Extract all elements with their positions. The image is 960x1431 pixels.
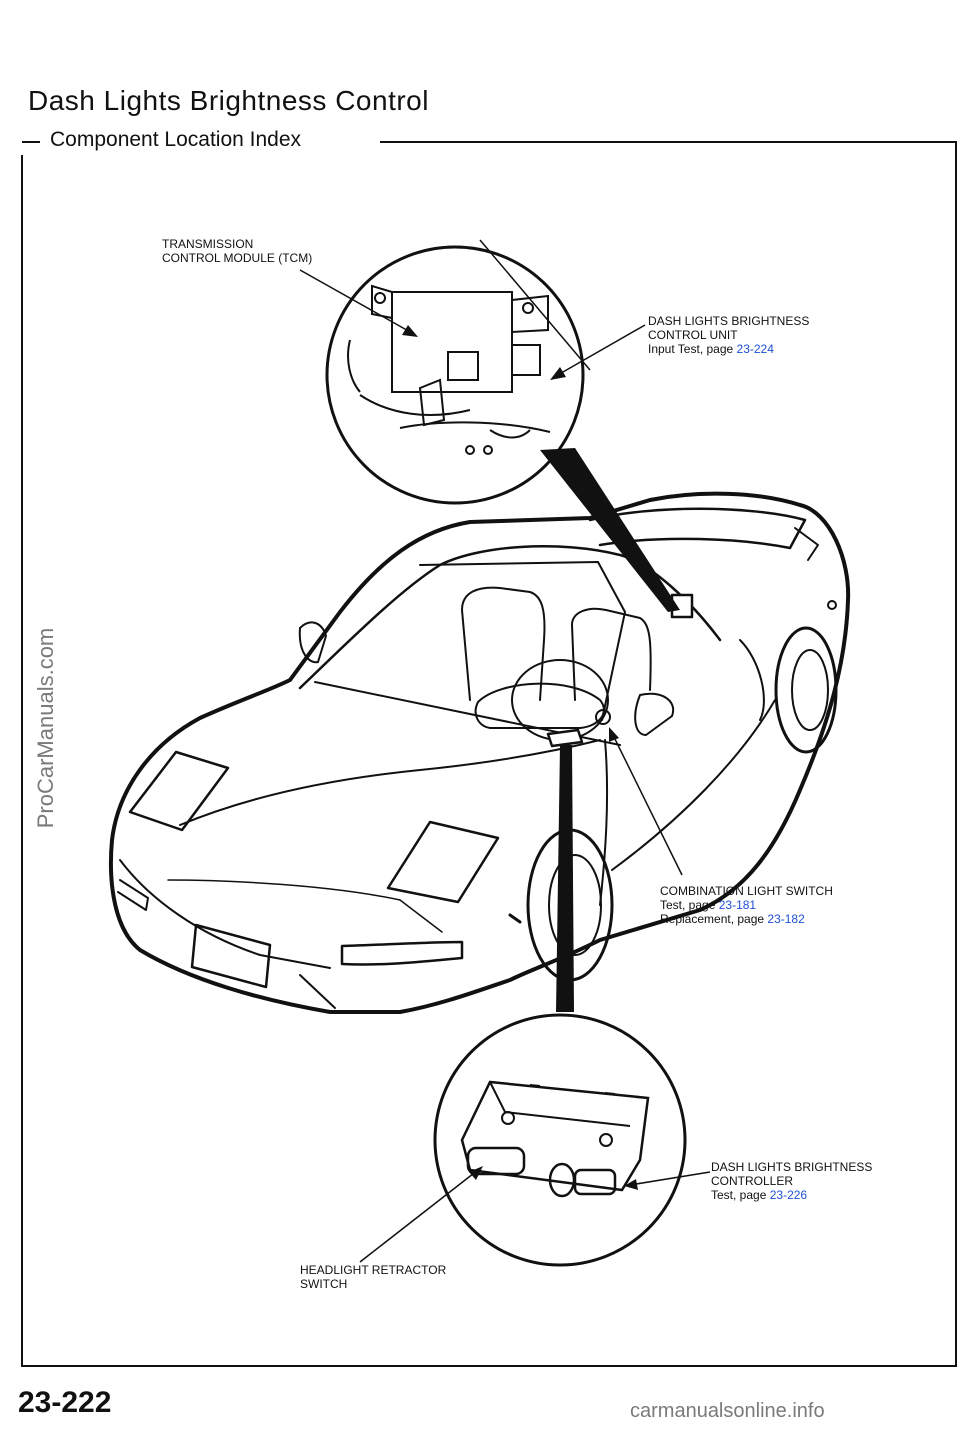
callout-control-unit-line3: Input Test, page 23-224 bbox=[648, 342, 809, 356]
controller-test-page-link[interactable]: 23-226 bbox=[769, 1188, 808, 1202]
callout-control-unit-line2: CONTROL UNIT bbox=[648, 328, 738, 342]
tcm-zoom-connector bbox=[540, 448, 680, 612]
callout-tcm: TRANSMISSION CONTROL MODULE (TCM) bbox=[162, 237, 312, 265]
leader-lines bbox=[299, 269, 711, 1263]
section-subtitle: Component Location Index bbox=[48, 128, 310, 152]
switch-replacement-page-link[interactable]: 23-182 bbox=[767, 912, 805, 926]
callout-combination-switch-line3: Replacement, page 23-182 bbox=[660, 912, 833, 926]
leader-arrowheads bbox=[402, 325, 638, 1190]
switch-replacement-label: Replacement, page bbox=[660, 912, 768, 926]
callout-tcm-line2: CONTROL MODULE (TCM) bbox=[162, 251, 313, 265]
callout-controller-line2: CONTROLLER bbox=[711, 1174, 794, 1188]
callout-retractor-line1: HEADLIGHT RETRACTOR bbox=[300, 1263, 447, 1277]
car-illustration bbox=[108, 491, 851, 1014]
switch-test-label: Test, page bbox=[660, 898, 719, 912]
controller-zoom-connector bbox=[556, 745, 574, 1012]
callout-retractor-switch: HEADLIGHT RETRACTOR SWITCH bbox=[300, 1263, 446, 1291]
callout-tcm-line1: TRANSMISSION bbox=[162, 237, 254, 251]
callout-controller-line3: Test, page 23-226 bbox=[711, 1188, 872, 1202]
page-number: 23-222 bbox=[18, 1386, 112, 1419]
page-frame bbox=[21, 141, 957, 1367]
callout-controller: DASH LIGHTS BRIGHTNESS CONTROLLER Test, … bbox=[711, 1160, 872, 1202]
watermark-bottom: carmanualsonline.info bbox=[630, 1400, 825, 1422]
watermark-left: ProCarManuals.com bbox=[33, 627, 58, 829]
callout-combination-switch-line2: Test, page 23-181 bbox=[660, 898, 833, 912]
switch-test-page-link[interactable]: 23-181 bbox=[718, 898, 757, 912]
input-test-label: Input Test, page bbox=[648, 342, 737, 356]
controller-detail-circle bbox=[433, 1013, 687, 1267]
input-test-page-link[interactable]: 23-224 bbox=[736, 342, 774, 356]
callout-combination-switch: COMBINATION LIGHT SWITCH Test, page 23-1… bbox=[660, 884, 833, 926]
controller-test-label: Test, page bbox=[711, 1188, 770, 1202]
tcm-detail-circle bbox=[325, 239, 591, 505]
callout-control-unit: DASH LIGHTS BRIGHTNESS CONTROL UNIT Inpu… bbox=[648, 314, 809, 356]
callout-controller-line1: DASH LIGHTS BRIGHTNESS bbox=[711, 1160, 873, 1174]
callout-retractor-line2: SWITCH bbox=[300, 1277, 348, 1291]
page-title: Dash Lights Brightness Control bbox=[28, 85, 429, 116]
callout-combination-switch-line1: COMBINATION LIGHT SWITCH bbox=[660, 884, 833, 898]
callout-control-unit-line1: DASH LIGHTS BRIGHTNESS bbox=[648, 314, 810, 328]
